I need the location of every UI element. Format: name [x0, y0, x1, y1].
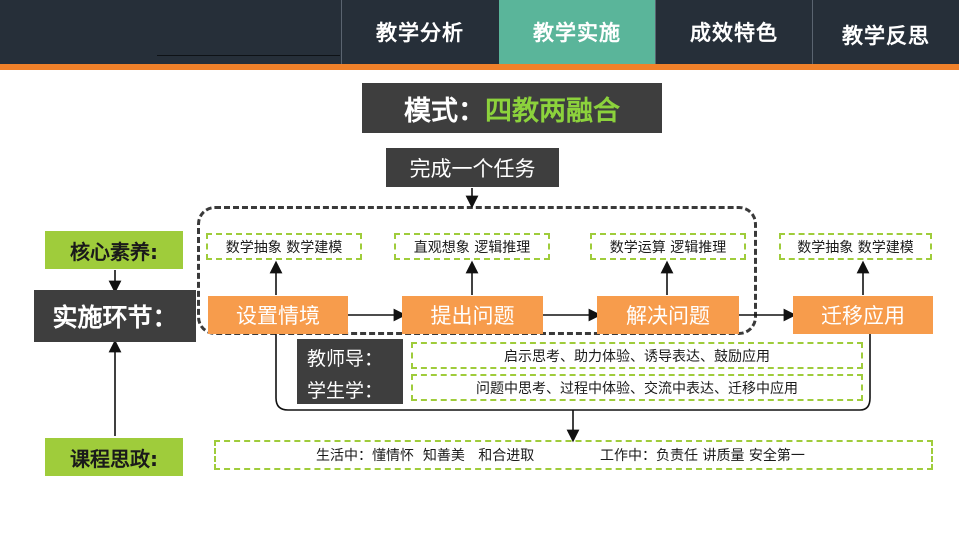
- step-solve-question: 解决问题: [597, 296, 739, 334]
- student-learn-row: 问题中思考、过程中体验、交流中表达、迁移中应用: [411, 374, 863, 401]
- nav-separator: [341, 0, 342, 64]
- step-set-scenario: 设置情境: [208, 296, 348, 334]
- nav-tab-analysis[interactable]: 教学分析: [342, 0, 498, 64]
- nav-tab-label: 教学反思: [842, 24, 930, 48]
- nav-tab-label: 成效特色: [690, 21, 778, 45]
- accent-bar: [0, 64, 959, 70]
- task-box: 完成一个任务: [386, 148, 559, 187]
- literacy-box: 数学抽象 数学建模: [206, 233, 362, 260]
- roles-box: [297, 339, 403, 404]
- ideology-content-box: 生活中：懂情怀 知善美 和合进取 工作中：负责任 讲质量 安全第一: [214, 440, 933, 470]
- literacy-box: 数学抽象 数学建模: [779, 233, 932, 260]
- nav-separator: [655, 0, 656, 64]
- literacy-box: 直观想象 逻辑推理: [394, 233, 550, 260]
- page-title: 模式： 四教两融合: [362, 83, 662, 133]
- nav-underline: [157, 55, 340, 56]
- implementation-steps-label: 实施环节：: [34, 290, 196, 342]
- nav-tab-label: 教学分析: [376, 21, 464, 45]
- ideology-life: 生活中：懂情怀 知善美 和合进取: [316, 448, 535, 464]
- nav-separator: [812, 0, 813, 64]
- step-pose-question: 提出问题: [402, 296, 543, 334]
- literacy-box: 数学运算 逻辑推理: [590, 233, 746, 260]
- title-accent: 四教两融合: [485, 95, 620, 127]
- teacher-label: 教师导：: [307, 348, 384, 370]
- nav-tab-implementation[interactable]: 教学实施: [499, 0, 655, 64]
- nav-tab-label: 教学实施: [533, 21, 621, 45]
- title-prefix: 模式：: [404, 95, 485, 127]
- student-label: 学生学：: [307, 380, 384, 402]
- top-nav-bar: [0, 0, 959, 64]
- ideology-work: 工作中：负责任 讲质量 安全第一: [600, 448, 805, 464]
- step-transfer-apply: 迁移应用: [793, 296, 933, 334]
- ideology-label: 课程思政:: [45, 438, 183, 476]
- nav-tab-results[interactable]: 成效特色: [656, 0, 812, 64]
- nav-tab-reflection[interactable]: 教学反思: [813, 0, 959, 64]
- core-literacy-label: 核心素养:: [45, 231, 183, 269]
- teacher-guide-row: 启示思考、助力体验、诱导表达、鼓励应用: [411, 342, 863, 369]
